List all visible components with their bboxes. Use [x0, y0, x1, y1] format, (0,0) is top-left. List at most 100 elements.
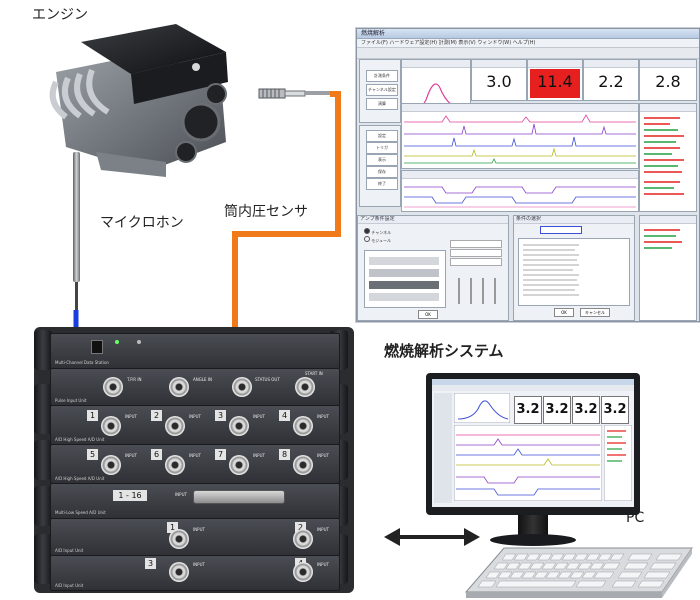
connector-label: INPUT [317, 562, 329, 567]
dialog-title: アンプ条件設定 [358, 216, 508, 224]
channel-map[interactable] [364, 250, 446, 308]
microphone-label: マイクロホン [100, 215, 184, 231]
monitor-value: 3.2 [543, 396, 571, 424]
value-display: 11.4 [537, 72, 573, 91]
waveform-plot [404, 114, 636, 164]
channel-number: 5 [87, 449, 98, 460]
unit-label: A/D High Speed A/D Unit [55, 476, 105, 481]
bnc-connector[interactable] [229, 416, 249, 436]
value-panel: 3.0 [471, 59, 527, 101]
bnc-connector[interactable] [295, 377, 315, 397]
value-panel-alert: 11.4 [527, 59, 583, 101]
bnc-connector[interactable] [293, 416, 313, 436]
value-display: 2.8 [655, 72, 681, 91]
nav-button[interactable]: 演算 [366, 98, 398, 110]
nav-button[interactable]: 計測条件 [366, 70, 398, 82]
monitor-value: 3.2 [514, 396, 542, 424]
value-display: 3.0 [486, 72, 512, 91]
combustion-system-label: 燃焼解析システム [384, 342, 504, 360]
unit-label: Multi-Low Speed A/D Unit [55, 510, 106, 515]
bnc-connector[interactable] [101, 455, 121, 475]
amp-controls[interactable] [450, 240, 504, 270]
unit-label: Pulse Input Unit [55, 398, 87, 403]
rack-handle [34, 384, 52, 434]
connector-label: INPUT [193, 562, 205, 567]
software-window: 燃焼解析 ファイル(F) ハードウェア設定(H) 計測(M) 表示(V) ウィン… [356, 28, 700, 322]
bnc-connector-mic[interactable] [169, 562, 189, 582]
rack-unit-input-2: 3 INPUT 4 INPUT A/D Input Unit [50, 555, 340, 591]
condition-list[interactable] [518, 238, 630, 306]
channel-number: 2 [151, 410, 162, 421]
bnc-connector[interactable] [165, 455, 185, 475]
log-panel [639, 103, 697, 212]
engine-label: エンジン [32, 7, 88, 23]
nav-panel-top: 計測条件 チャンネル設定 演算 [359, 59, 401, 123]
bnc-connector[interactable] [165, 416, 185, 436]
nav-button[interactable]: チャンネル設定 [366, 84, 398, 96]
nav-panel-bottom: 設定 トリガ 表示 保存 終了 [359, 125, 401, 207]
busy-led-icon [137, 340, 141, 344]
monitor-value: 3.2 [572, 396, 600, 424]
toolbar[interactable] [357, 48, 699, 59]
condition-select[interactable] [540, 226, 582, 234]
bnc-connector[interactable] [293, 455, 313, 475]
connector-label: T.P.R IN [127, 377, 142, 382]
connector-label: INPUT [189, 414, 201, 419]
monitor-stand [518, 515, 548, 537]
rack-handle [34, 440, 52, 480]
pressure-sensor-label: 筒内圧センサ [224, 204, 308, 220]
bnc-connector[interactable] [293, 529, 313, 549]
connector-label: INPUT [253, 414, 265, 419]
waveform-panel [401, 103, 639, 169]
microphone-icon [73, 152, 80, 282]
monitor-value: 3.2 [601, 396, 629, 424]
cancel-button[interactable]: キャンセル [580, 308, 610, 317]
dialog-title: 条件の選択 [514, 216, 634, 224]
radio-label: チャンネル [371, 230, 392, 235]
value-panel: 2.8 [639, 59, 697, 101]
radio-channel[interactable]: チャンネル [364, 228, 391, 236]
bnc-connector[interactable] [103, 377, 123, 397]
value-panel: 2.2 [583, 59, 639, 101]
monitor-base [490, 534, 576, 546]
rack-unit-multi: 1 - 16 INPUT Multi-Low Speed A/D Unit [50, 483, 340, 519]
monitor-screen [432, 379, 634, 507]
bnc-connector[interactable] [293, 562, 313, 582]
unit-label: Multi-Channel Data Station [55, 360, 109, 365]
unit-label: A/D High Speed A/D Unit [55, 437, 105, 442]
log-lines [644, 117, 684, 195]
rack-handle [34, 330, 52, 370]
connector-label: INPUT [193, 527, 205, 532]
setup-dialog: アンプ条件設定 チャンネル モジュール OK [357, 215, 509, 321]
bnc-connector[interactable] [101, 416, 121, 436]
channel-number: 4 [279, 410, 290, 421]
rack-unit-ad-2: 5 INPUT 6 INPUT 7 INPUT 8 INPUT A/D High… [50, 444, 340, 484]
ok-button[interactable]: OK [554, 308, 574, 317]
menu-bar[interactable]: ファイル(F) ハードウェア設定(H) 計測(M) 表示(V) ウィンドウ(W)… [357, 39, 699, 48]
channel-number: 3 [215, 410, 226, 421]
bnc-connector-status[interactable] [232, 377, 252, 397]
rack-handle [34, 534, 52, 584]
nav-button[interactable]: 表示 [366, 154, 398, 166]
waveform-plot [404, 186, 636, 208]
rack-unit-input-1: 1 INPUT 2 INPUT A/D Input Unit [50, 518, 340, 556]
bnc-connector[interactable] [169, 377, 189, 397]
rack-unit-ad-1: 1 INPUT 2 INPUT 3 INPUT 4 INPUT A/D High… [50, 405, 340, 445]
connector-label: INPUT [317, 453, 329, 458]
power-switch-icon[interactable] [91, 340, 103, 354]
connector-label: STATUS OUT [255, 377, 280, 382]
dsub-connector[interactable] [193, 490, 285, 504]
nav-button[interactable]: トリガ [366, 142, 398, 154]
nav-button[interactable]: 終了 [366, 178, 398, 190]
waveform-panel [401, 170, 639, 212]
nav-button[interactable]: 設定 [366, 130, 398, 142]
radio-module[interactable]: モジュール [364, 236, 391, 244]
unit-label: A/D Input Unit [55, 583, 84, 588]
ok-button[interactable]: OK [418, 310, 438, 319]
bnc-connector[interactable] [169, 529, 189, 549]
bnc-connector[interactable] [229, 455, 249, 475]
nav-button[interactable]: 保存 [366, 166, 398, 178]
slider-group[interactable] [454, 278, 500, 308]
channel-number: 7 [215, 449, 226, 460]
channel-number: 8 [279, 449, 290, 460]
